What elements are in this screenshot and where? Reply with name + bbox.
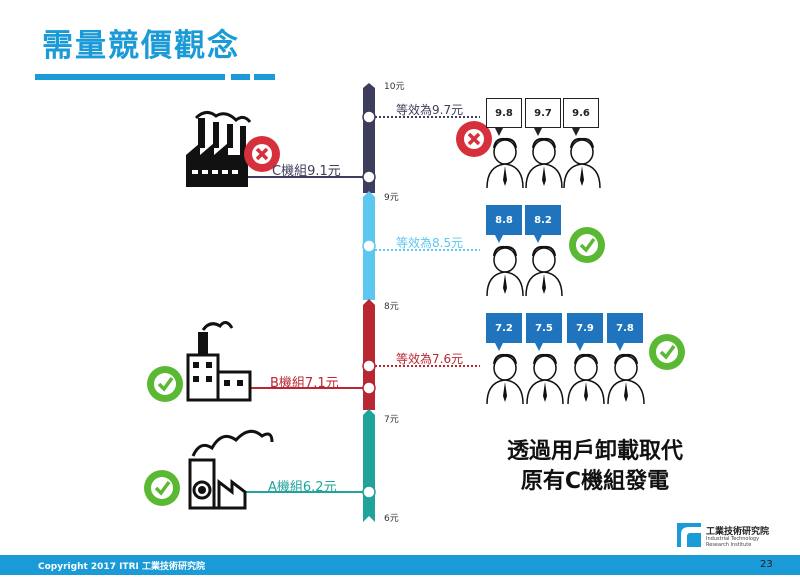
bid-bubble: 7.5 xyxy=(526,313,562,343)
bid-bubble: 7.8 xyxy=(607,313,643,343)
person-icon xyxy=(486,245,524,297)
tick-label: 6元 xyxy=(384,514,399,524)
logo-name: 工業技術研究院 xyxy=(706,527,770,537)
caption-line: 原有C機組發電 xyxy=(520,469,670,494)
cross-icon xyxy=(244,136,280,172)
tick-label: 7元 xyxy=(384,415,399,425)
person-icon xyxy=(525,245,563,297)
factory-a-icon xyxy=(188,429,274,510)
node-91 xyxy=(362,170,376,184)
equivalent-label-mid: 等效為8.5元 xyxy=(396,236,464,250)
check-icon xyxy=(144,470,180,506)
bid-bubble: 9.8 xyxy=(486,98,522,128)
person-icon xyxy=(567,353,605,405)
check-icon xyxy=(147,366,183,402)
price-segment-9-10 xyxy=(363,83,375,193)
check-icon xyxy=(569,227,605,263)
title-underline xyxy=(35,74,275,80)
person-icon xyxy=(486,353,524,405)
price-segment-6-7 xyxy=(363,409,375,522)
bid-bubble: 9.6 xyxy=(563,98,599,128)
cross-icon xyxy=(456,121,492,157)
generator-b-label: B機組7.1元 xyxy=(270,376,339,391)
node-76 xyxy=(362,359,376,373)
node-97 xyxy=(362,110,376,124)
factory-b-icon xyxy=(186,321,252,402)
factory-c-icon xyxy=(186,111,252,187)
equivalent-label-top: 等效為9.7元 xyxy=(396,103,464,117)
page-number: 23 xyxy=(760,559,773,570)
bid-bubble: 9.7 xyxy=(525,98,561,128)
copyright-text: Copyright 2017 ITRI 工業技術研究院 xyxy=(38,562,205,572)
caption-line: 透過用戶卸載取代 xyxy=(506,439,683,464)
itri-logo-icon xyxy=(677,523,701,547)
person-icon xyxy=(525,137,563,189)
person-icon xyxy=(486,137,524,189)
node-85 xyxy=(362,239,376,253)
check-icon xyxy=(649,334,685,370)
caption: 透過用戶卸載取代 原有C機組發電 xyxy=(470,437,720,497)
person-icon xyxy=(563,137,601,189)
bid-bubble: 8.8 xyxy=(486,205,522,235)
bid-bubble: 7.9 xyxy=(567,313,603,343)
bid-bubble: 8.2 xyxy=(525,205,561,235)
slide-title: 需量競價觀念 xyxy=(42,28,240,64)
generator-c-label: C機組9.1元 xyxy=(272,164,341,179)
node-71 xyxy=(362,381,376,395)
bid-bubble: 7.2 xyxy=(486,313,522,343)
generator-a-label: A機組6.2元 xyxy=(268,480,337,495)
footer-bar xyxy=(0,555,800,575)
tick-label: 8元 xyxy=(384,302,399,312)
tick-label: 9元 xyxy=(384,193,399,203)
node-62 xyxy=(362,485,376,499)
person-icon xyxy=(526,353,564,405)
person-icon xyxy=(607,353,645,405)
equivalent-label-low: 等效為7.6元 xyxy=(396,352,464,366)
tick-label: 10元 xyxy=(384,82,405,92)
logo-subtitle: Industrial Technology Research Institute xyxy=(706,536,760,548)
